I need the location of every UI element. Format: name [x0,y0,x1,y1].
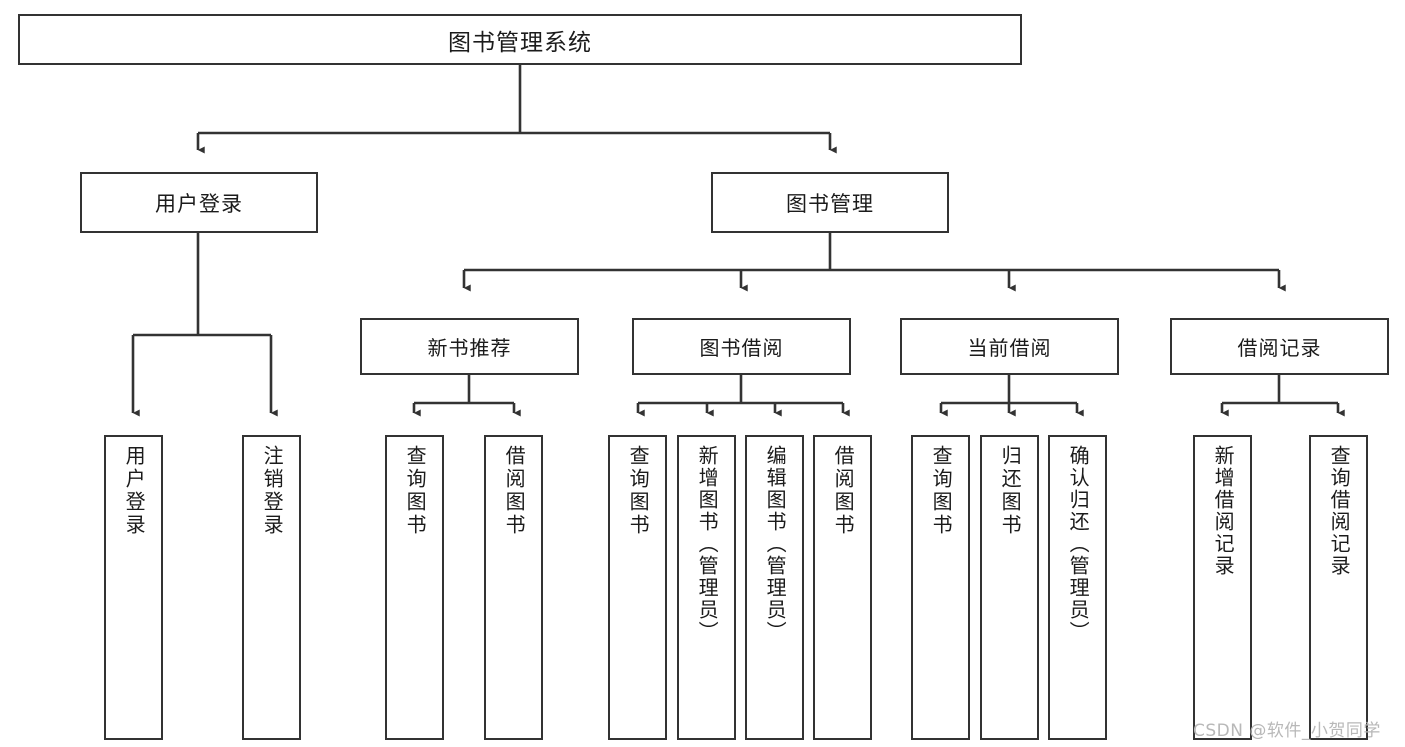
node-user-login[interactable]: 用户登录 [80,172,318,233]
leaf-query-book-1-label: 查询图书 [403,445,428,537]
watermark-text: CSDN @软件_小贺同学 [1193,721,1381,741]
node-borrow-record[interactable]: 借阅记录 [1170,318,1389,375]
leaf-query-record-label: 查询借阅记录 [1327,445,1352,577]
node-book-management[interactable]: 图书管理 [711,172,949,233]
node-book-management-label: 图书管理 [786,191,874,216]
leaf-confirm-return[interactable]: 确认归还（管理员） [1048,435,1107,740]
node-current-borrow-label: 当前借阅 [967,336,1052,360]
leaf-query-book-3[interactable]: 查询图书 [911,435,970,740]
leaf-edit-book-label: 编辑图书（管理员） [763,445,788,643]
leaf-logout[interactable]: 注销登录 [242,435,301,740]
leaf-confirm-return-label: 确认归还（管理员） [1066,445,1091,643]
leaf-query-book-3-label: 查询图书 [929,445,954,537]
leaf-return-book-label: 归还图书 [998,445,1023,537]
node-new-book-recommend-label: 新书推荐 [427,336,512,360]
node-root-system[interactable]: 图书管理系统 [18,14,1022,65]
leaf-borrow-book-2[interactable]: 借阅图书 [813,435,872,740]
leaf-edit-book[interactable]: 编辑图书（管理员） [745,435,804,740]
leaf-borrow-book-2-label: 借阅图书 [831,445,856,537]
node-borrow-record-label: 借阅记录 [1237,336,1322,360]
node-root-label: 图书管理系统 [448,29,592,56]
leaf-logout-label: 注销登录 [260,445,285,537]
leaf-return-book[interactable]: 归还图书 [980,435,1039,740]
node-current-borrow[interactable]: 当前借阅 [900,318,1119,375]
leaf-borrow-book-1-label: 借阅图书 [502,445,527,537]
leaf-user-login[interactable]: 用户登录 [104,435,163,740]
node-book-borrow[interactable]: 图书借阅 [632,318,851,375]
leaf-add-book[interactable]: 新增图书（管理员） [677,435,736,740]
leaf-query-book-2[interactable]: 查询图书 [608,435,667,740]
leaf-add-record-label: 新增借阅记录 [1211,445,1236,577]
node-user-login-label: 用户登录 [155,191,243,216]
leaf-add-record[interactable]: 新增借阅记录 [1193,435,1252,740]
leaf-borrow-book-1[interactable]: 借阅图书 [484,435,543,740]
leaf-user-login-label: 用户登录 [122,445,147,537]
leaf-query-book-1[interactable]: 查询图书 [385,435,444,740]
leaf-query-book-2-label: 查询图书 [626,445,651,537]
node-book-borrow-label: 图书借阅 [699,336,784,360]
leaf-query-record[interactable]: 查询借阅记录 [1309,435,1368,740]
node-new-book-recommend[interactable]: 新书推荐 [360,318,579,375]
leaf-add-book-label: 新增图书（管理员） [695,445,720,643]
